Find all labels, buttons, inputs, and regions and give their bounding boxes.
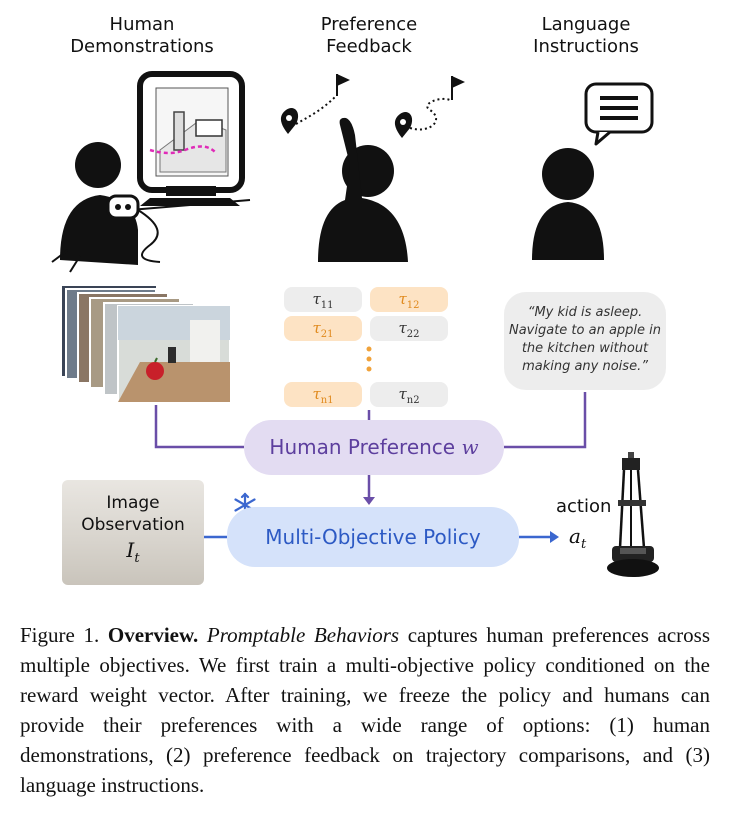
caption-prefix: Figure 1. — [20, 623, 108, 647]
ellipsis-dot — [366, 346, 372, 352]
preference-feedback-title: Preference Feedback — [320, 14, 418, 57]
trajectory-chip-preferred: τ12 — [370, 287, 448, 312]
trajectory-b-icon — [394, 76, 465, 138]
human-demonstrations-title: Human Demonstrations — [70, 14, 214, 57]
speech-bubble-icon — [584, 82, 654, 146]
robot-icon — [607, 452, 659, 577]
demonstrator-person-icon — [51, 142, 161, 273]
language-instructions-title: Language Instructions — [533, 14, 639, 57]
instructor-person-icon — [532, 148, 604, 260]
trajectory-chip: τ22 — [370, 316, 448, 341]
human-preference-node: Human Preference w — [244, 420, 504, 475]
ellipsis-dot — [366, 366, 372, 372]
action-label: action — [556, 496, 612, 517]
trajectory-a-icon — [280, 74, 350, 134]
caption-italic: Promptable Behaviors — [206, 623, 400, 647]
connector-lines — [154, 392, 587, 499]
caption-bold: Overview. — [107, 623, 199, 647]
trajectory-chip: τ11 — [284, 287, 362, 312]
instruction-quote: “My kid is asleep. Navigate to an apple … — [504, 292, 666, 390]
arrow-head — [363, 497, 375, 505]
image-observation-symbol: It — [126, 538, 140, 566]
figure-caption: Figure 1. Overview. Promptable Behaviors… — [20, 620, 710, 800]
trajectory-chip-preferred: τ21 — [284, 316, 362, 341]
illustrations — [51, 71, 659, 577]
ellipsis-dot — [366, 356, 372, 362]
trajectory-chip: τn2 — [370, 382, 448, 407]
monitor-illustration — [129, 71, 251, 211]
image-observation-label: Image Observation — [81, 493, 185, 535]
caption-text: captures human preferences across multip… — [20, 623, 711, 797]
action-symbol: at — [569, 524, 587, 552]
trajectory-chip-preferred: τn1 — [284, 382, 362, 407]
image-observation: Image Observation It — [62, 480, 204, 585]
demonstration-frames — [62, 286, 231, 403]
multi-objective-policy-node: Multi-Objective Policy — [227, 507, 519, 567]
feedback-person-icon — [318, 117, 408, 262]
